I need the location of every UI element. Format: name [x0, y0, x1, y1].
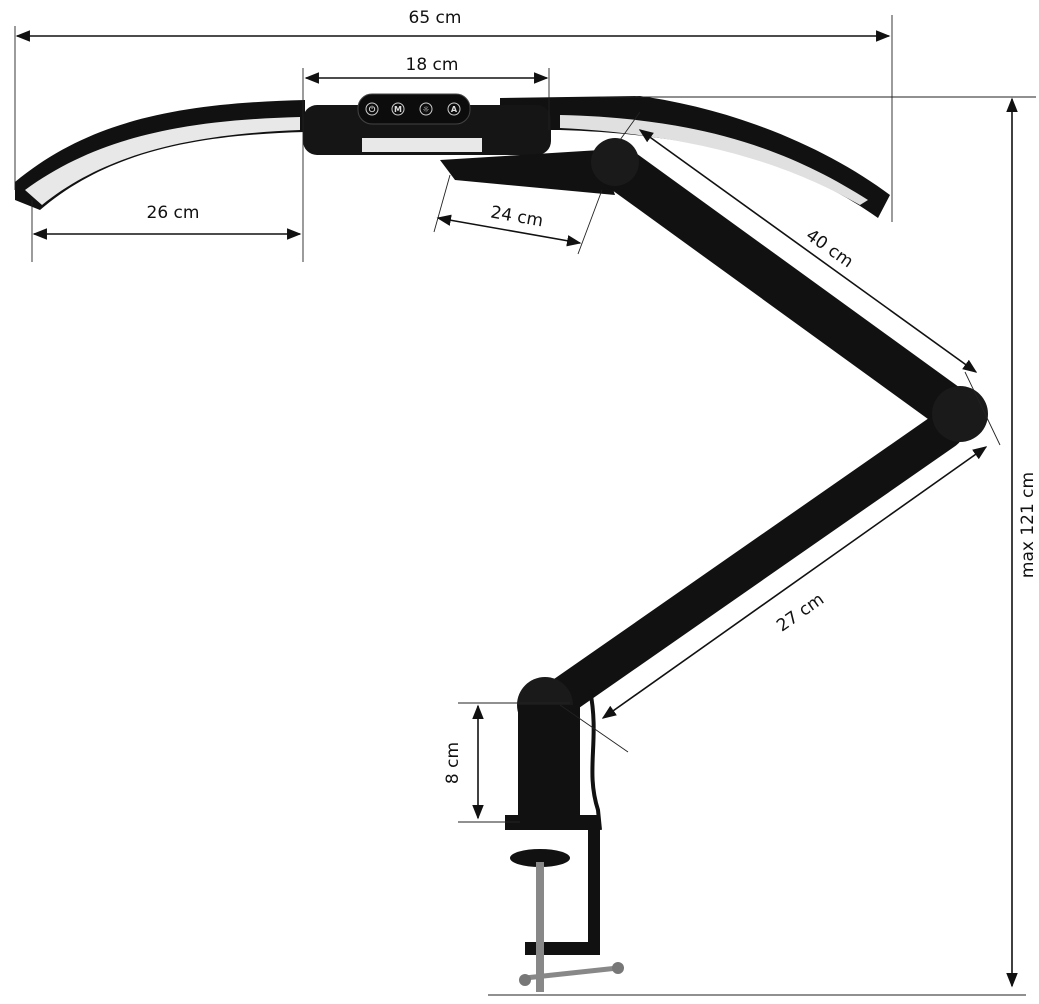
lower-arm-label: 27 cm: [773, 589, 828, 636]
total-width-label: 65 cm: [409, 8, 462, 28]
left-wing: [15, 100, 305, 210]
handle-knob: [612, 962, 624, 974]
base-height-label: 8 cm: [443, 742, 463, 784]
lower-arm-arrow: [601, 446, 988, 719]
lower-arm: [531, 411, 964, 724]
clamp: [505, 815, 600, 955]
head-width-label: 18 cm: [406, 55, 459, 75]
control-buttons: ⏻ M ☼ A: [365, 102, 461, 116]
dimension-arrows: [15, 30, 1018, 988]
left-wing-light: [25, 117, 300, 205]
head-arm: [440, 150, 615, 195]
head-arm-label: 24 cm: [489, 203, 545, 232]
handle-knob: [519, 974, 531, 986]
clamp-pad: [510, 849, 570, 867]
clamp-screw: [536, 862, 544, 992]
mode-icon: M: [394, 105, 402, 114]
upper-arm-label: 40 cm: [802, 225, 857, 272]
base-column: [518, 705, 580, 817]
clamp-handle: [524, 965, 619, 981]
power-icon: ⏻: [369, 105, 376, 114]
upper-arm-arrow: [638, 129, 978, 373]
max-height-label: max 121 cm: [1018, 472, 1038, 578]
auto-icon: A: [451, 105, 458, 114]
elbow-joint: [932, 386, 988, 442]
top-joint: [591, 138, 639, 186]
power-cable: [588, 689, 602, 831]
wing-width-label: 26 cm: [147, 203, 200, 223]
upper-arm: [593, 143, 982, 437]
right-wing-light: [560, 115, 868, 205]
center-head-light: [362, 138, 482, 152]
brightness-icon: ☼: [422, 105, 429, 114]
head-arm-arrow: [436, 214, 582, 247]
control-panel: [357, 93, 471, 125]
